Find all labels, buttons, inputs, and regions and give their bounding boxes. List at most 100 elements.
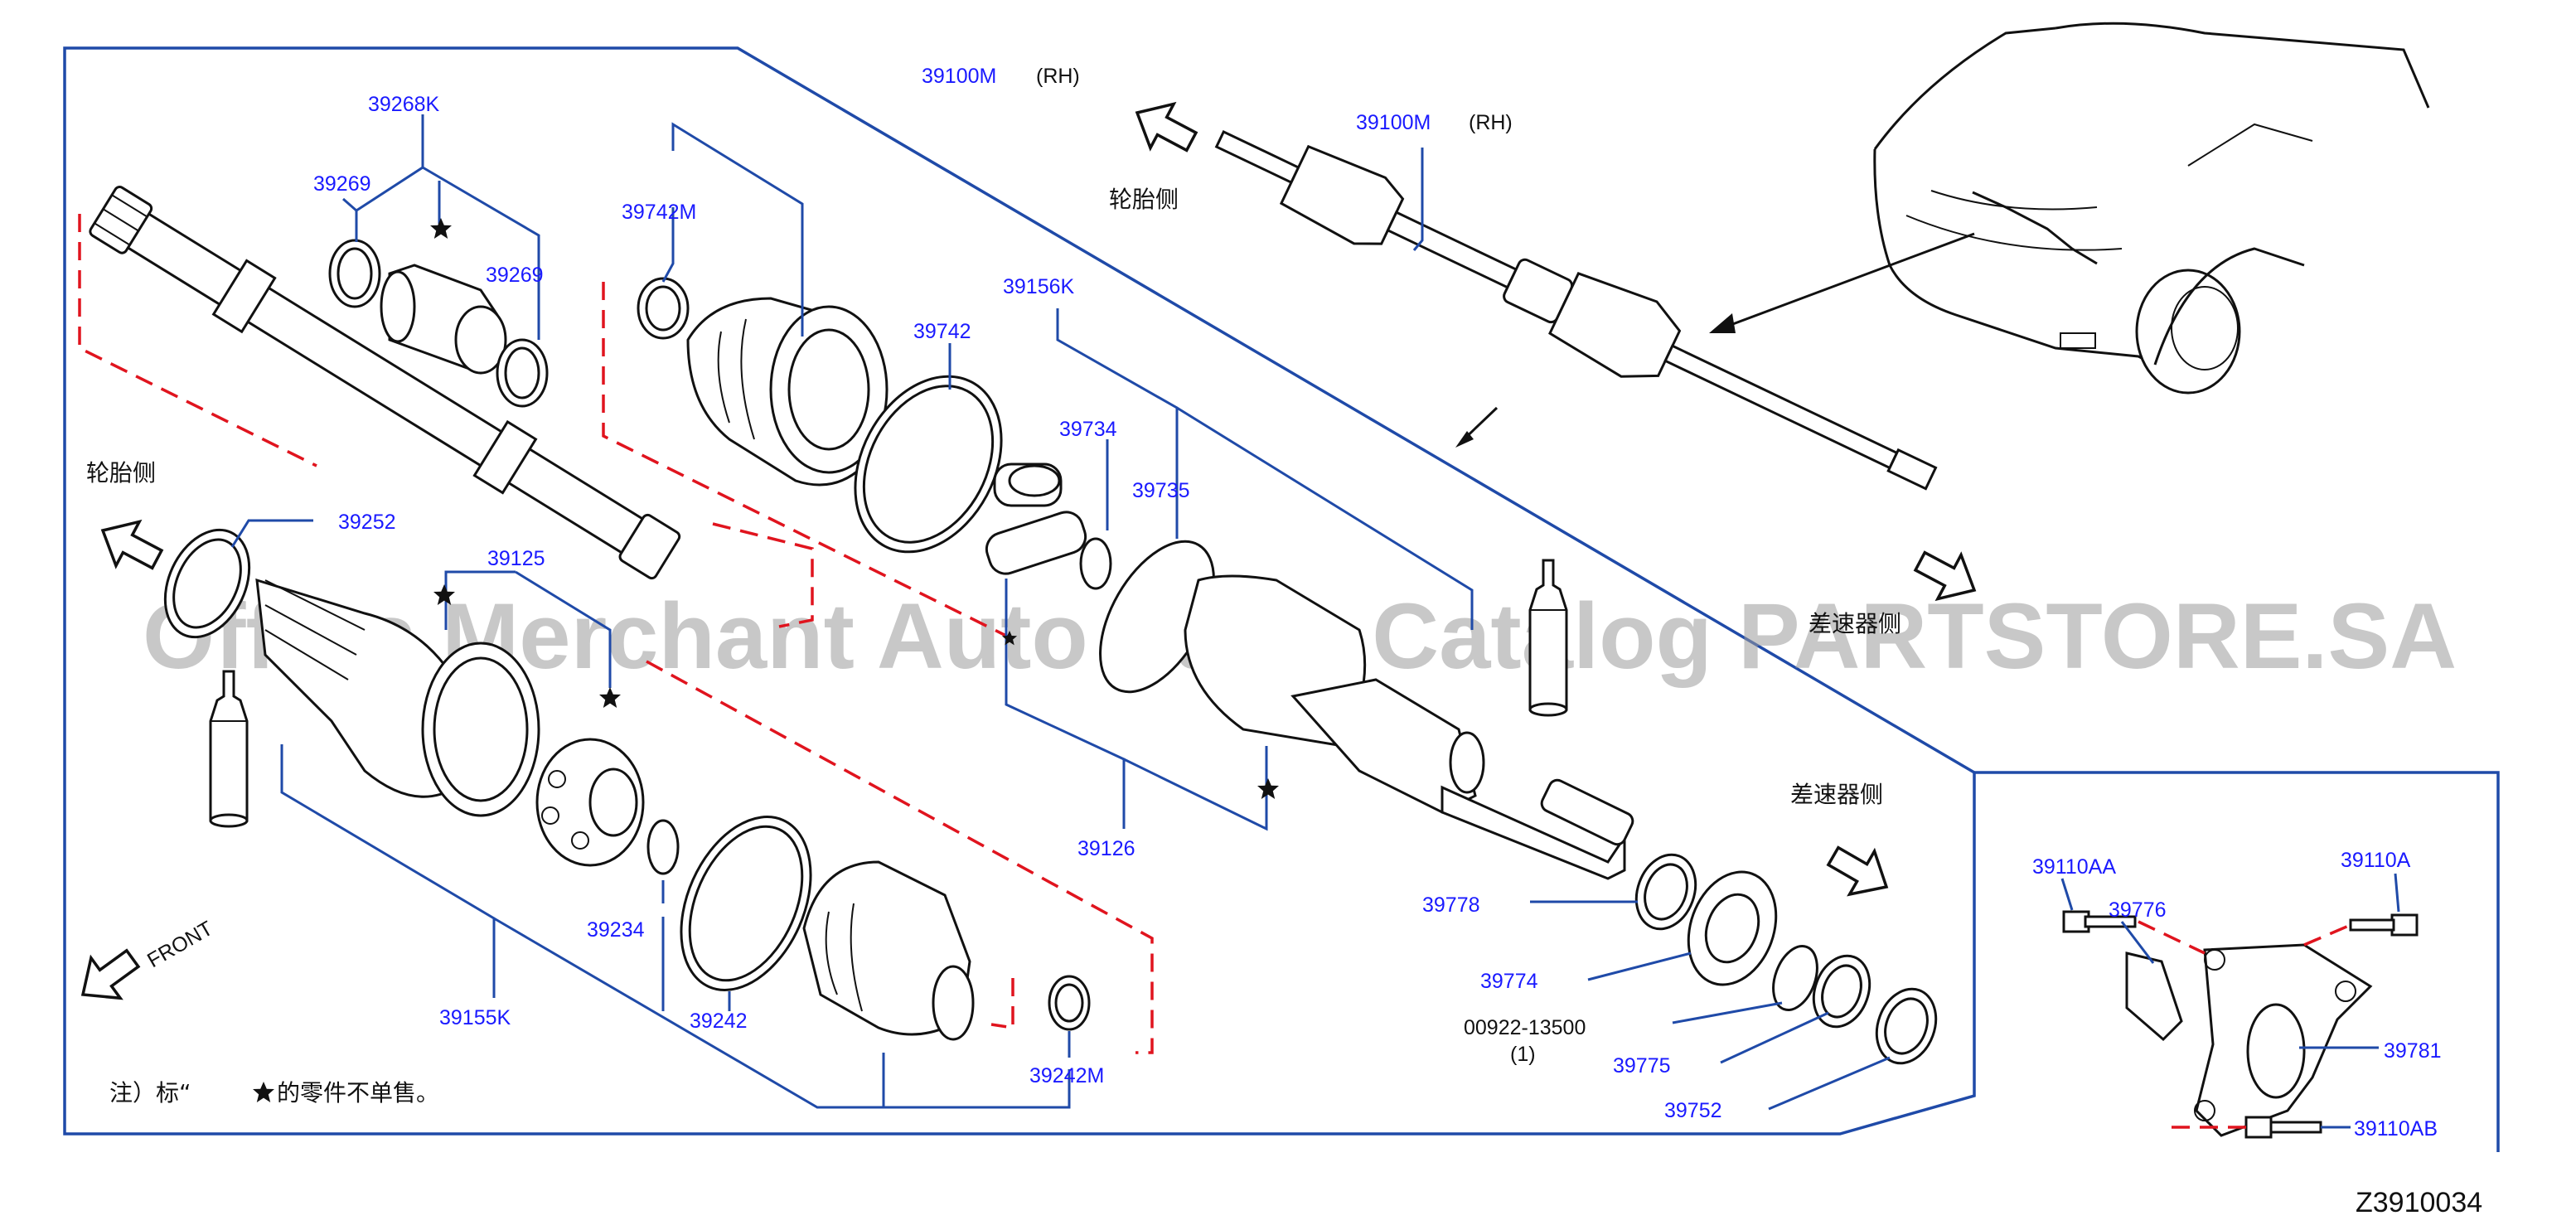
label-39752: 39752 [1664, 1099, 1722, 1122]
snap-ring-39252 [163, 528, 251, 639]
vehicle-outline [1873, 22, 2430, 395]
leader-39774 [1587, 952, 1692, 981]
bracket-inset-frame [1974, 771, 2500, 1152]
leader-39156K-grease [1176, 406, 1474, 630]
leader-39268K-b [422, 166, 540, 340]
grease-tube-icon-left [209, 670, 249, 828]
boot-group-dashed [602, 282, 1009, 638]
bolt-39110A [2349, 913, 2419, 937]
inner-race [535, 738, 645, 867]
star-icon-39126-b [1257, 778, 1279, 799]
label-39774: 39774 [1480, 970, 1538, 993]
label-front: FRONT [143, 917, 217, 972]
leader-39126-b [1123, 746, 1268, 831]
support-bracket-39781 [2194, 943, 2373, 1137]
label-39156K: 39156K [1003, 275, 1075, 298]
leader-39252 [230, 519, 313, 548]
label-diff-side-upper: 差速器侧 [1809, 610, 1901, 637]
bracket-dashed-a [2303, 923, 2351, 947]
overview-arrowhead-b [1455, 431, 1474, 448]
label-diff-side-lower: 差速器侧 [1790, 781, 1883, 808]
leader-39155K-b [493, 917, 1071, 1109]
damper-ring-left [328, 239, 381, 308]
label-00922-13500: 00922-13500 [1464, 1016, 1586, 1039]
leader-39110A [2394, 873, 2400, 913]
seal-39752 [1875, 987, 1938, 1065]
bearing-39774 [1687, 870, 1778, 986]
snap-ring-39734 [1079, 537, 1112, 590]
circlip-00922 [1772, 945, 1818, 1011]
outer-boot-band [637, 277, 690, 340]
label-39742M: 39742M [622, 201, 696, 224]
damper-body [380, 264, 507, 375]
label-39125: 39125 [487, 547, 545, 570]
vehicle-pointer [1717, 232, 1975, 332]
label-39778: 39778 [1422, 893, 1480, 917]
star-icon-39125-b [599, 687, 621, 708]
boot-band-large [854, 375, 1003, 554]
bracket-dashed-b [2138, 920, 2206, 955]
label-39100M-main-rh: (RH) [1036, 65, 1080, 88]
label-39252: 39252 [338, 511, 396, 534]
label-39776: 39776 [2109, 898, 2167, 922]
axle-shaft [89, 186, 681, 580]
label-39742: 39742 [913, 320, 971, 343]
arrow-diff-side-lower [1819, 833, 1901, 910]
diagram-code: Z3910034 [2356, 1187, 2482, 1218]
seal-39778 [1634, 853, 1697, 931]
leader-00922 [1672, 1001, 1783, 1024]
label-00922-qty: (1) [1510, 1043, 1536, 1066]
star-icon-39268K [430, 218, 452, 239]
outer-cv-joint [255, 578, 540, 817]
inner-boot [802, 860, 975, 1041]
note-star-icon [253, 1082, 274, 1102]
label-tire-side-left: 轮胎侧 [86, 459, 156, 487]
leader-39110AA [2060, 878, 2074, 911]
note-suffix: 的零件不单售。 [277, 1079, 439, 1107]
ring-39775 [1812, 954, 1871, 1029]
tripod-joint [985, 462, 1087, 575]
label-39126: 39126 [1077, 837, 1135, 860]
label-tire-side-upper: 轮胎侧 [1109, 186, 1179, 213]
label-39100M-inset: 39100M [1356, 111, 1431, 134]
label-39735: 39735 [1132, 479, 1190, 502]
boot-band-39242M [1048, 975, 1091, 1031]
leader-39752 [1768, 1056, 1891, 1111]
shaft-dashed-outline [78, 214, 317, 467]
inner-housing [1184, 574, 1634, 880]
label-39234: 39234 [587, 918, 645, 942]
label-39775: 39775 [1613, 1054, 1671, 1077]
cv-dashed-outline-b [990, 978, 1014, 1030]
overview-shaft [1214, 129, 1938, 491]
label-39242M: 39242M [1029, 1064, 1104, 1087]
label-39269-a: 39269 [313, 172, 371, 196]
leader-39742M-group [671, 122, 804, 337]
label-39110AA: 39110AA [2032, 855, 2116, 879]
leader-39269a [342, 197, 358, 242]
leader-39776 [2120, 921, 2155, 964]
bolt-39110AB [2244, 1116, 2322, 1139]
leader-39125 [444, 570, 516, 630]
arrow-tire-side-left [90, 506, 171, 583]
leader-39155K-d [817, 1053, 885, 1109]
label-39110A: 39110A [2341, 849, 2411, 872]
bracket-39776 [2125, 952, 2183, 1042]
leader-39155K-a [280, 744, 496, 998]
label-39242: 39242 [690, 1010, 748, 1033]
leader-39775 [1720, 1011, 1829, 1064]
arrow-tire-side-upper [1124, 89, 1205, 165]
leader-39742M [661, 207, 675, 283]
label-39268K: 39268K [368, 93, 440, 116]
vehicle-arrowhead [1709, 313, 1736, 333]
arrow-front [66, 937, 149, 1017]
label-39110AB: 39110AB [2354, 1117, 2438, 1140]
label-39100M-inset-rh: (RH) [1469, 111, 1513, 134]
label-39734: 39734 [1059, 418, 1117, 441]
leader-39268K [356, 114, 424, 212]
damper-ring-right [496, 338, 549, 408]
label-39155K: 39155K [439, 1006, 511, 1029]
label-39269-b: 39269 [486, 264, 544, 287]
cv-dashed-outline [646, 660, 1154, 1054]
circlip-39234 [646, 819, 680, 875]
